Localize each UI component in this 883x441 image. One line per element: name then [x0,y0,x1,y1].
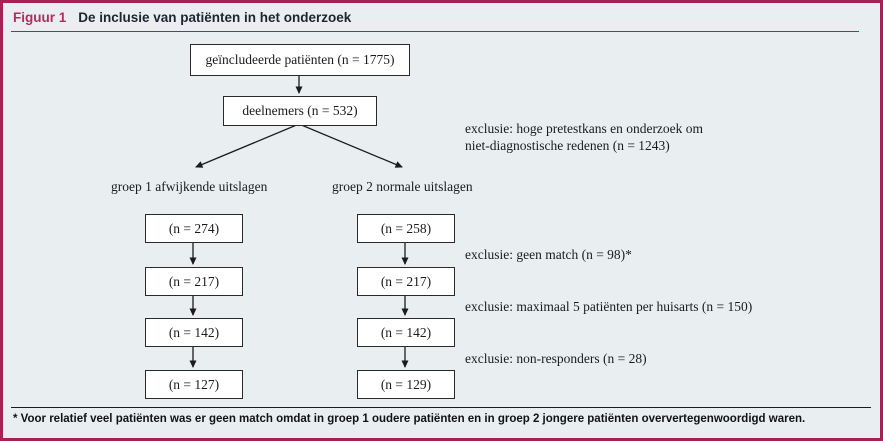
group1-box-2: (n = 217) [145,267,243,296]
exclusion-no-match-text: exclusie: geen match (n = 98)* [465,247,632,262]
included-patients-box: geïncludeerde patiënten (n = 1775) [190,44,410,76]
participants-box: deelnemers (n = 532) [223,96,377,126]
exclusion-pretest-line1: exclusie: hoge pretestkans en onderzoek … [465,121,704,136]
figure-label: Figuur 1 [13,10,67,25]
group2-label: groep 2 normale uitslagen [332,179,473,194]
exclusion-pretest-line2: niet-diagnostische redenen (n = 1243) [465,138,670,153]
title-divider [11,31,859,32]
group2-box-2: (n = 217) [357,267,455,296]
figure-header: Figuur 1 De inclusie van patiënten in het… [13,10,351,25]
exclusion-non-responders-text: exclusie: non-responders (n = 28) [465,351,647,366]
footnote-text: * Voor relatief veel patiënten was er ge… [13,413,806,425]
group1-label: groep 1 afwijkende uitslagen [111,179,268,194]
group1-box-1: (n = 274) [145,214,243,243]
exclusion-pretest-text: exclusie: hoge pretestkans en onderzoek … [465,120,703,154]
group1-box-3: (n = 142) [145,318,243,347]
group2-box-4: (n = 129) [357,370,455,399]
group2-box-3: (n = 142) [357,318,455,347]
figure-title: De inclusie van patiënten in het onderzo… [78,10,352,25]
exclusion-max-per-gp-text: exclusie: maximaal 5 patiënten per huisa… [465,299,753,314]
group1-box-4: (n = 127) [145,370,243,399]
footnote-divider [11,407,871,408]
group2-box-1: (n = 258) [357,214,455,243]
